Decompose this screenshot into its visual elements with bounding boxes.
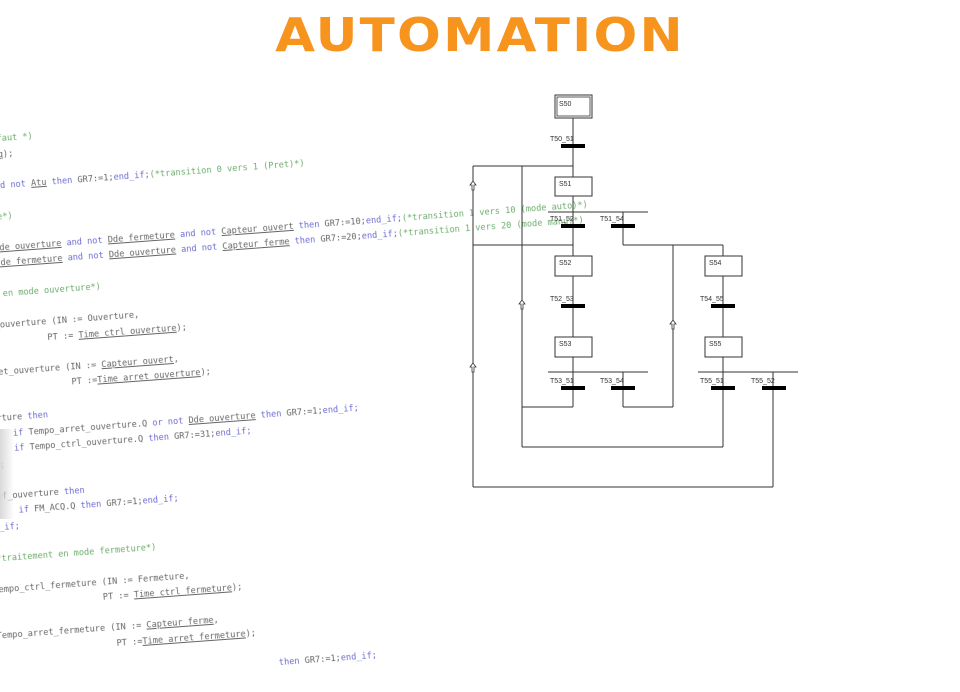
transition-label: T51_54 [600, 216, 624, 223]
transition-label: T53_54 [600, 378, 624, 385]
code-token: nd_if; [0, 521, 21, 534]
step-label: S51 [559, 181, 572, 188]
transition-bar-t50_51 [561, 144, 585, 148]
step-s53: S53 [554, 336, 593, 358]
transition-label: T50_51 [550, 136, 574, 143]
transition-bar-t53_54 [611, 386, 635, 390]
step-label: S53 [559, 341, 572, 348]
up-arrow-icon [518, 299, 526, 310]
step-s54: S54 [704, 255, 743, 277]
code-token: ); [231, 582, 243, 594]
up-arrow-icon [469, 180, 477, 191]
transition-bar-t54_55 [711, 304, 735, 308]
step-s51: S51 [554, 176, 593, 197]
transition-label: T55_52 [751, 378, 775, 385]
transition-bar-t52_53 [561, 304, 585, 308]
grafcet-diagram: S50 S51 S52 S53 S54 S55 T50_51 T51_52 T5… [469, 94, 798, 488]
step-label: S55 [709, 341, 722, 348]
code-token: GR7:=1; [304, 653, 342, 666]
transition-bar-t53_51 [561, 386, 585, 390]
transition-label: T54_55 [700, 296, 724, 303]
step-s50: S50 [554, 94, 593, 119]
step-s55: S55 [704, 336, 743, 358]
page-edge-shadow [0, 429, 14, 519]
up-arrow-icon [469, 362, 477, 373]
transition-label: T55_51 [700, 378, 724, 385]
transition-label: T51_52 [550, 216, 574, 223]
up-arrow-icon [669, 319, 677, 330]
code-token: Capteur ferme [146, 615, 214, 631]
transition-bar-t55_51 [711, 386, 735, 390]
step-label: S54 [709, 260, 722, 267]
code-token: , [213, 615, 220, 626]
transition-bar-t55_52 [762, 386, 786, 390]
transition-bar-t51_52 [561, 224, 585, 228]
step-label: S52 [559, 260, 572, 267]
transition-bar-t51_54 [611, 224, 635, 228]
transition-label: T53_51 [550, 378, 574, 385]
step-s52: S52 [554, 255, 593, 277]
step-label: S50 [559, 101, 572, 108]
page-title: AUTOMATION [275, 8, 685, 62]
code-token: ); [245, 628, 257, 639]
code-token: end_if; [340, 650, 378, 664]
transition-label: T52_53 [550, 296, 574, 303]
